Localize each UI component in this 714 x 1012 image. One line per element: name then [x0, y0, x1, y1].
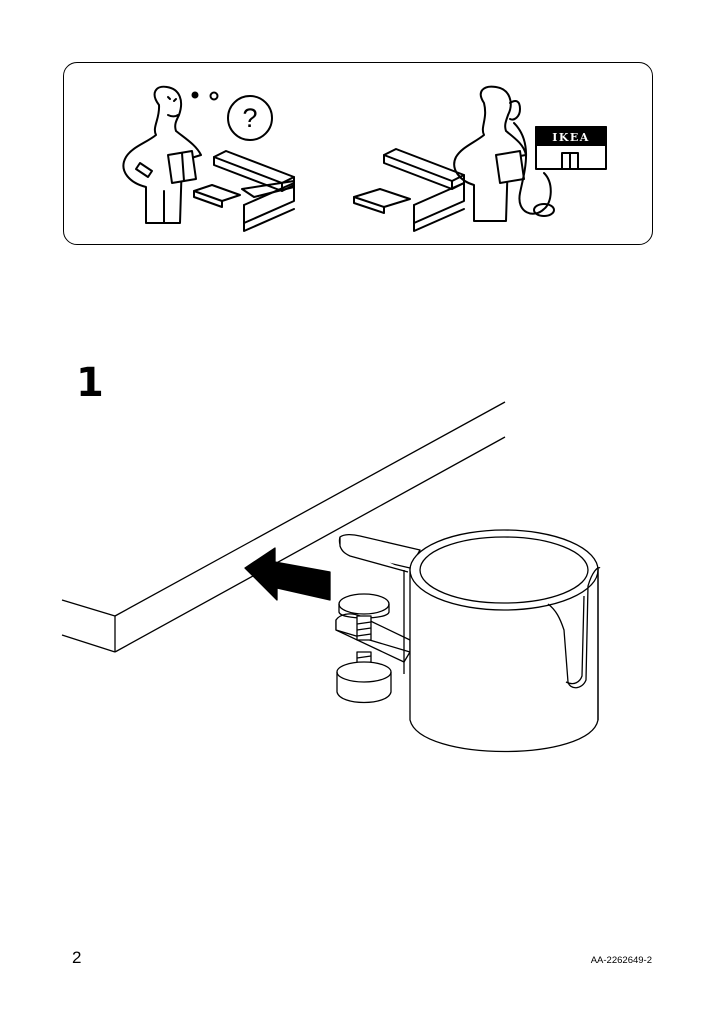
page-number: 2	[72, 948, 82, 967]
tabletop-icon	[61, 401, 506, 653]
boards-icon	[193, 150, 295, 232]
store-icon	[535, 126, 607, 170]
question-mark-text: ?	[242, 103, 257, 133]
boards-right-icon	[353, 148, 465, 232]
insert-arrow-icon	[244, 547, 331, 601]
step-number: 1	[76, 360, 104, 406]
clamp-screw-icon	[336, 593, 392, 704]
store-sign-text: IKEA	[552, 131, 590, 144]
clamp-bracket-icon	[335, 533, 421, 674]
help-panel-illustration: ? IKEA	[122, 85, 607, 232]
person-calling-icon	[453, 85, 555, 222]
question-bubble-icon	[227, 95, 273, 141]
phone-icon	[509, 100, 521, 121]
cup-icon	[409, 529, 601, 753]
confused-person-icon	[122, 85, 202, 224]
document-code: AA-2262649-2	[590, 955, 652, 966]
cup-holder-clamp-illustration	[61, 401, 601, 753]
help-panel: ? IKEA	[63, 62, 653, 245]
